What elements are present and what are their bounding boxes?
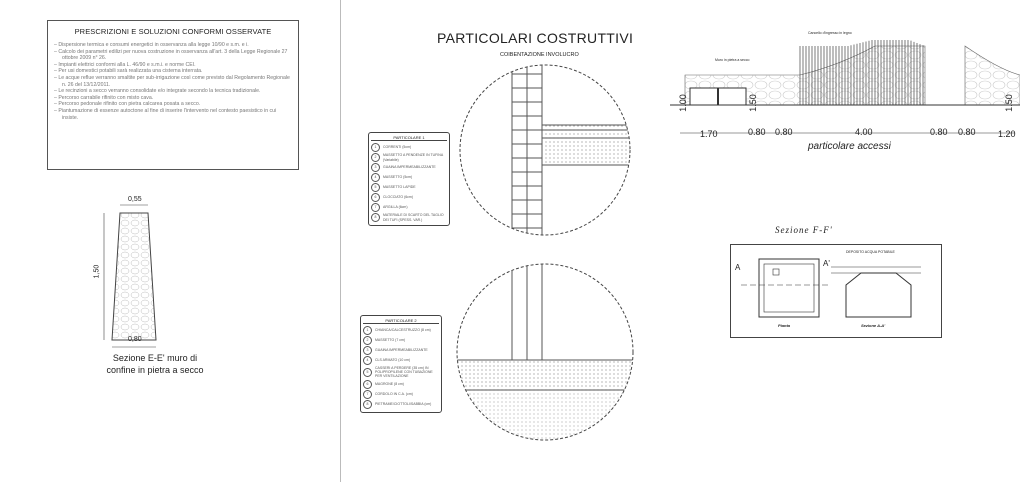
section-mark-a2: A' bbox=[823, 259, 830, 268]
legend-text: MATERIALE DI SCARTO DEL TAGLIO DEI TUFI … bbox=[383, 213, 444, 222]
prescriptions-list: Dispersione termica e consumi energetici… bbox=[54, 42, 292, 121]
legend-title: PARTICOLARE 2 bbox=[363, 318, 439, 324]
dim-1: 1.70 bbox=[700, 129, 718, 139]
legend-text: CLS ARMATO (10 cm) bbox=[375, 358, 411, 363]
legend-number: 5 bbox=[363, 367, 372, 377]
legend-text: CORRENTI (5cm) bbox=[383, 145, 412, 150]
prescription-item: Percorso carrabile rifinito con misto ca… bbox=[54, 95, 292, 102]
wall-section-drawing bbox=[103, 204, 157, 348]
legend-title: PARTICOLARE 1 bbox=[371, 135, 447, 141]
subtitle: COIBENTAZIONE INVOLUCRO bbox=[500, 52, 579, 58]
cistern-label: DEPOSITO ACQUA POTABILE bbox=[846, 250, 895, 254]
legend-text: CASSERI A PERDERE (35 cm) IN POLIPROPILE… bbox=[375, 366, 433, 379]
wall-note: Muro in pietra a secco bbox=[715, 58, 750, 62]
legend-text: CLOCCIATO (6cm) bbox=[383, 195, 414, 200]
height-dim-1: 1.00 bbox=[677, 94, 688, 112]
cistern-section-title: Sezione F-F' bbox=[775, 225, 833, 235]
legend-number: 1 bbox=[371, 143, 380, 152]
legend-number: 8 bbox=[371, 213, 380, 222]
prescriptions-box: PRESCRIZIONI E SOLUZIONI CONFORMI OSSERV… bbox=[47, 20, 299, 170]
wall-top-dim: 0,55 bbox=[128, 196, 142, 203]
dim-7: 1.20 bbox=[998, 129, 1016, 139]
legend-number: 5 bbox=[371, 183, 380, 192]
legend-number: 4 bbox=[363, 356, 372, 365]
access-elevation-drawing bbox=[670, 40, 1020, 134]
legend-number: 3 bbox=[363, 346, 372, 355]
legend-text: MASSETTO LAPIDE bbox=[383, 185, 416, 190]
legend-number: 8 bbox=[363, 399, 372, 409]
section-mark-a: A bbox=[735, 263, 741, 272]
prescription-item: Piantumazione di essenze autoctone al fi… bbox=[54, 108, 292, 121]
wall-bottom-dim: 0,80 bbox=[128, 336, 142, 343]
wall-caption: Sezione E-E' muro di confine in pietra a… bbox=[106, 353, 204, 375]
legend-text: MASSETTO (5cm) bbox=[383, 175, 413, 180]
legend-number: 2 bbox=[363, 336, 372, 345]
prescription-item: Dispersione termica e consumi energetici… bbox=[54, 42, 292, 49]
prescription-item: Le acque reflue verranno smaltite per su… bbox=[54, 75, 292, 88]
legend-text: MASSETTO A PENDENZE IN TUFINA (Variabile… bbox=[383, 153, 443, 162]
legend-number: 7 bbox=[371, 203, 380, 212]
dim-5: 0.80 bbox=[930, 127, 948, 137]
prescriptions-title: PRESCRIZIONI E SOLUZIONI CONFORMI OSSERV… bbox=[74, 27, 272, 36]
legend-text: CORDOLO IN C.A. (cm) bbox=[375, 392, 413, 396]
dim-6: 0.80 bbox=[958, 127, 976, 137]
page-divider bbox=[340, 0, 341, 482]
dim-2: 0.80 bbox=[748, 127, 766, 137]
prescription-item: Calcolo dei parametri edilizi per nuova … bbox=[54, 49, 292, 62]
legend-number: 7 bbox=[363, 389, 372, 399]
legend-text: GUAINA IMPERMEABILIZZANTE bbox=[375, 348, 428, 353]
detail-circles-drawing bbox=[456, 64, 634, 441]
legend-text: GUAINA IMPERMEABILIZZANTE bbox=[383, 165, 436, 170]
legend-number: 4 bbox=[371, 173, 380, 182]
height-dim-2: 1.50 bbox=[747, 94, 758, 112]
height-dim-3: 1.50 bbox=[1003, 94, 1014, 112]
legend-number: 2 bbox=[371, 153, 380, 162]
legend-text: PIETRAME/CIOTTOLI/SABBIA (cm) bbox=[375, 402, 432, 406]
plan-label: Pianta bbox=[778, 323, 791, 328]
legend-text: MAGRONE (8 cm) bbox=[375, 382, 404, 386]
legend-text: MASSETTO (7 cm) bbox=[375, 338, 406, 343]
dim-3: 0.80 bbox=[775, 127, 793, 137]
access-caption: particolare accessi bbox=[808, 141, 891, 152]
legend-number: 6 bbox=[371, 193, 380, 202]
prescription-item: Impianti elettrici conformi alla L. 46/9… bbox=[54, 62, 292, 69]
cistern-box: A A' DEPOSITO ACQUA POTABILE Pianta Sezi… bbox=[730, 244, 942, 338]
section-label: Sezione A-A' bbox=[861, 323, 886, 328]
legend-text: ARGILLA (6cm) bbox=[383, 205, 408, 210]
legend-text: CHIANCA/CALCESTRUZZO (8 cm) bbox=[375, 328, 431, 333]
dim-4: 4.00 bbox=[855, 127, 873, 137]
legend-number: 3 bbox=[371, 163, 380, 172]
legend-number: 6 bbox=[363, 379, 372, 389]
prescription-item: Percorso pedonale rifinito con pietra ca… bbox=[54, 101, 292, 108]
prescription-item: Le recinzioni a secco verranno consolida… bbox=[54, 88, 292, 95]
prescription-item: Per usi domestici potabili sarà realizza… bbox=[54, 68, 292, 75]
page-title: PARTICOLARI COSTRUTTIVI bbox=[437, 30, 634, 46]
wall-height-dim: 1,50 bbox=[93, 264, 101, 279]
gate-note: Cancello d'ingresso in legno bbox=[808, 31, 852, 35]
legend-number: 1 bbox=[363, 326, 372, 335]
